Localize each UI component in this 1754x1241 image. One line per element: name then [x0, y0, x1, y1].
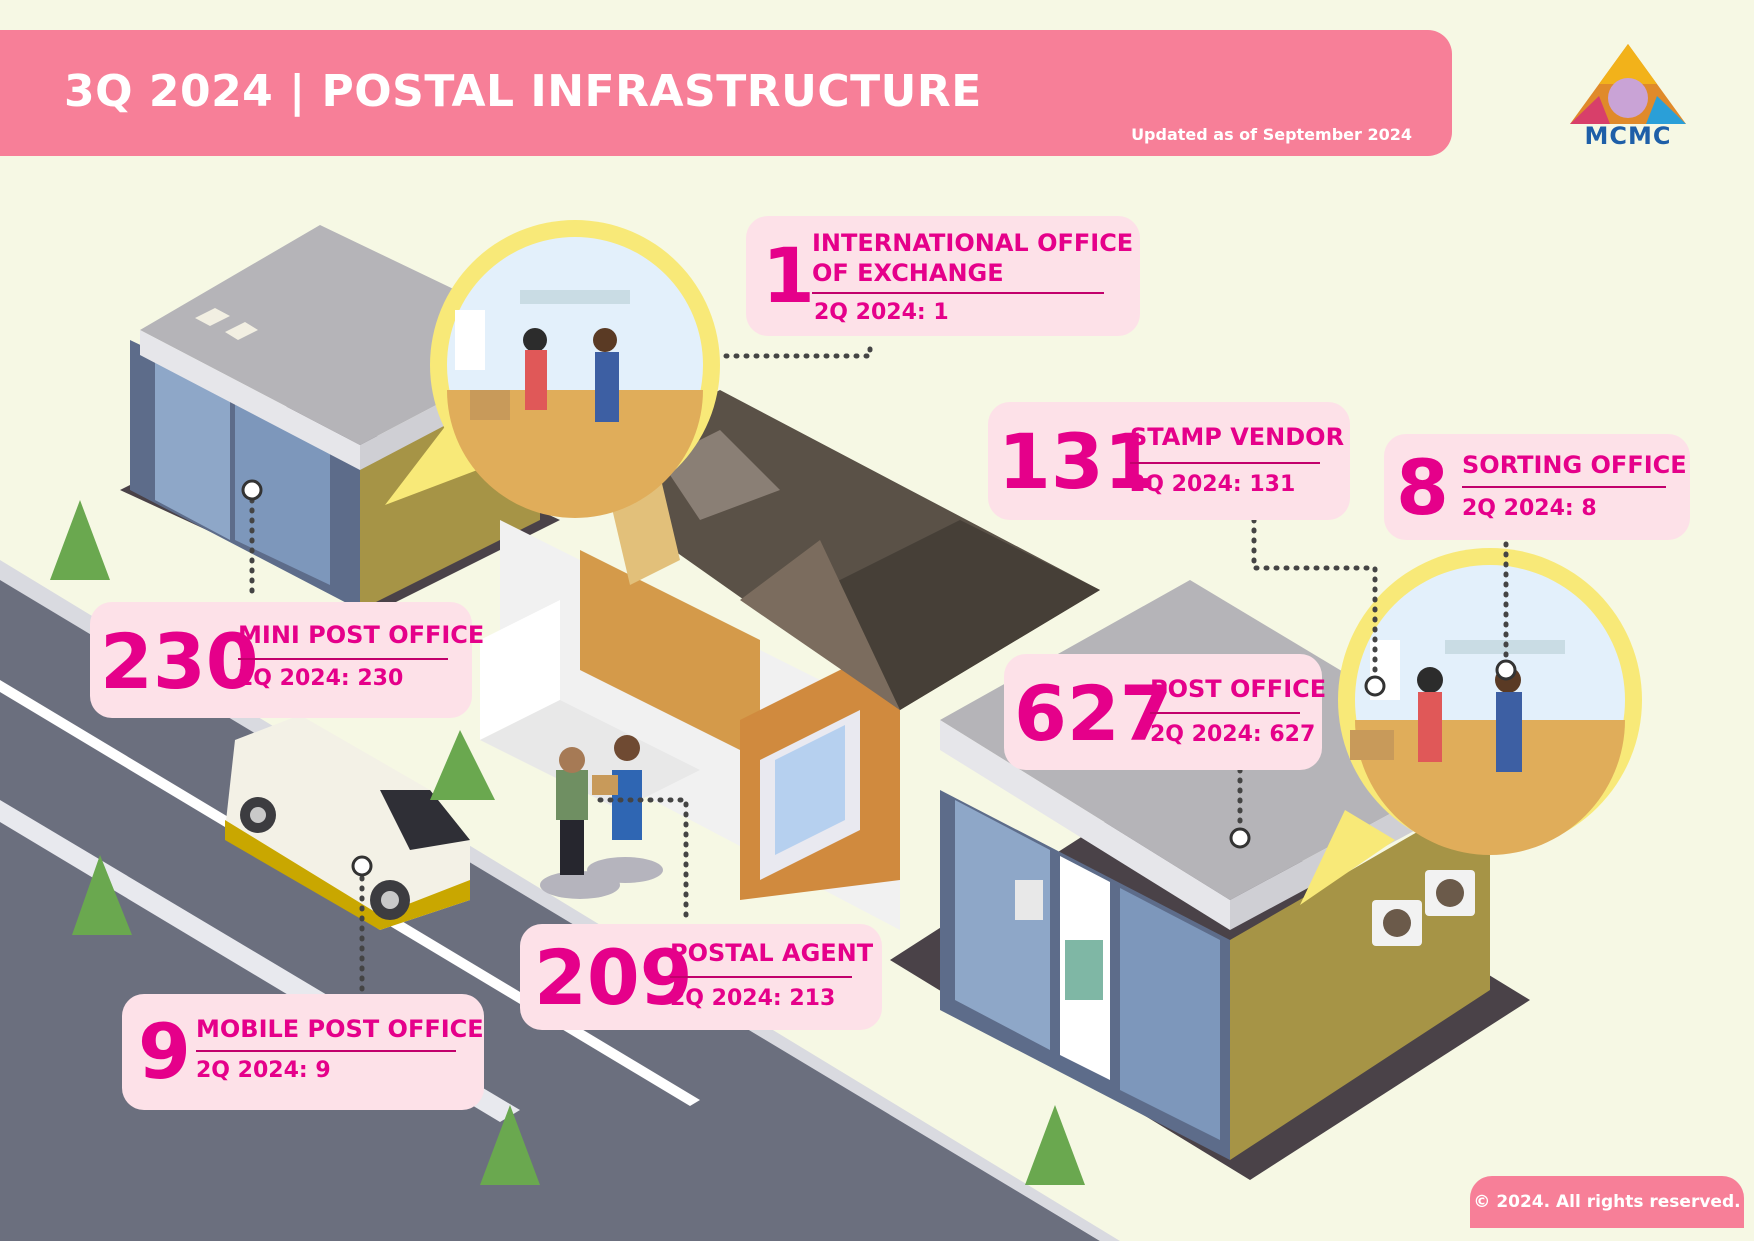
mobile-post-office-van: [225, 715, 470, 930]
card-divider: [238, 658, 448, 660]
card-divider: [1462, 486, 1666, 488]
card-stamp-vendor: 131 STAMP VENDOR 2Q 2024: 131: [988, 402, 1350, 520]
stamp-vendor-prev: 2Q 2024: 131: [1130, 472, 1296, 497]
card-divider: [670, 976, 852, 978]
post-office-prev: 2Q 2024: 627: [1150, 722, 1316, 747]
connector-lines: [249, 337, 1509, 993]
mobile-post-office-label: MOBILE POST OFFICE: [196, 1015, 484, 1043]
mobile-post-office-prev: 2Q 2024: 9: [196, 1058, 331, 1083]
copyright-badge: © 2024. All rights reserved.: [1470, 1176, 1744, 1228]
header-banner: 3Q 2024 | POSTAL INFRASTRUCTURE Updated …: [0, 30, 1452, 156]
mcmc-logo: MCMC: [1560, 40, 1696, 152]
postal-agent-people: [540, 735, 663, 899]
card-divider: [1130, 462, 1320, 464]
mini-post-office-label: MINI POST OFFICE: [238, 621, 485, 649]
connector-dots: [241, 479, 1517, 877]
card-post-office: 627 POST OFFICE 2Q 2024: 627: [1004, 654, 1326, 770]
sorting-office-prev: 2Q 2024: 8: [1462, 496, 1597, 521]
post-office-value: 627: [1014, 669, 1173, 758]
logo-text: MCMC: [1584, 122, 1672, 150]
stamp-vendor-label: STAMP VENDOR: [1130, 423, 1345, 451]
card-divider: [1150, 712, 1300, 714]
international-office-value: 1: [762, 231, 815, 320]
mini-post-office-value: 230: [100, 617, 259, 706]
postal-agent-label: POSTAL AGENT: [670, 939, 874, 967]
updated-date: Updated as of September 2024: [1131, 125, 1412, 144]
international-office-bubble: [385, 220, 720, 518]
international-office-label-line1: INTERNATIONAL OFFICE: [812, 229, 1134, 257]
international-office-prev: 2Q 2024: 1: [814, 300, 949, 325]
sorting-office-label: SORTING OFFICE: [1462, 451, 1687, 479]
stamp-vendor-value: 131: [998, 417, 1157, 506]
international-office-label-line2: OF EXCHANGE: [812, 259, 1004, 287]
post-office-label: POST OFFICE: [1150, 675, 1327, 703]
card-divider: [812, 292, 1104, 294]
card-sorting-office: 8 SORTING OFFICE 2Q 2024: 8: [1384, 434, 1690, 540]
card-mobile-post-office: 9 MOBILE POST OFFICE 2Q 2024: 9: [122, 994, 484, 1110]
postal-agent-house: [480, 390, 1100, 930]
postal-agent-prev: 2Q 2024: 213: [670, 986, 836, 1011]
mobile-post-office-value: 9: [138, 1007, 191, 1096]
mini-post-office-prev: 2Q 2024: 230: [238, 666, 404, 691]
card-mini-post-office: 230 MINI POST OFFICE 2Q 2024: 230: [90, 602, 484, 718]
sorting-office-bubble: [1300, 548, 1642, 905]
page-title: 3Q 2024 | POSTAL INFRASTRUCTURE: [64, 66, 982, 117]
postal-agent-value: 209: [534, 933, 693, 1022]
card-postal-agent: 209 POSTAL AGENT 2Q 2024: 213: [520, 924, 882, 1030]
trees: [50, 500, 1085, 1185]
mcmc-logo-triangle-icon: [1570, 44, 1686, 124]
sorting-office-value: 8: [1396, 443, 1449, 532]
card-divider: [196, 1050, 456, 1052]
card-international-office: 1 INTERNATIONAL OFFICE OF EXCHANGE 2Q 20…: [746, 216, 1140, 336]
